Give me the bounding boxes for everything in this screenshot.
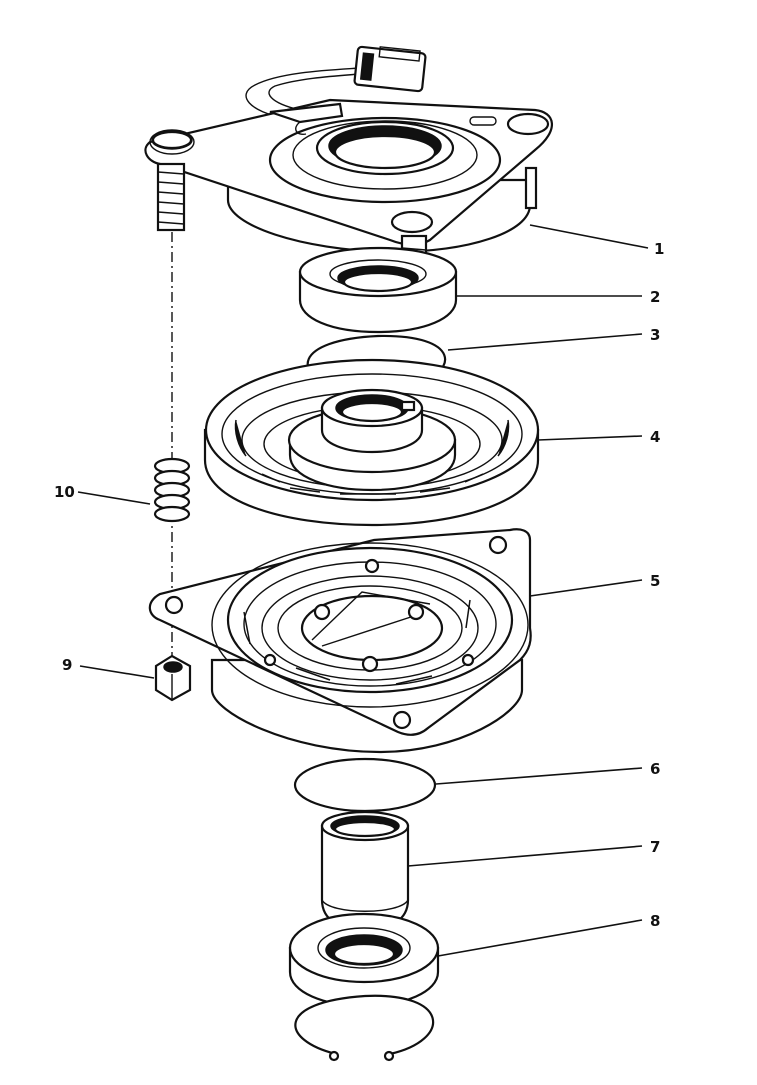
callout-4: 4 [650, 428, 660, 446]
part-2-bearing [298, 246, 458, 334]
part-7-spacer-sleeve [320, 810, 410, 932]
callout-9: 9 [62, 656, 72, 674]
callout-7: 7 [650, 838, 660, 856]
callout-5: 5 [650, 572, 660, 590]
callout-1: 1 [654, 240, 664, 258]
part-4-pulley-rotor [203, 358, 540, 527]
part-9-nut [154, 654, 192, 702]
callout-labels: 1 2 3 4 5 6 7 8 9 10 [54, 240, 664, 930]
part-6-retaining-ring [293, 757, 437, 813]
leader-lines [77, 224, 649, 957]
part-8-bearing [288, 912, 440, 1062]
callout-6: 6 [650, 760, 660, 778]
part-5-coil-plate [148, 528, 532, 754]
callout-2: 2 [650, 288, 660, 306]
callout-8: 8 [650, 912, 660, 930]
callout-3: 3 [650, 326, 660, 344]
part-1-mounting-plate [144, 45, 553, 312]
callout-10: 10 [54, 483, 75, 501]
part-10-spring [153, 457, 191, 523]
